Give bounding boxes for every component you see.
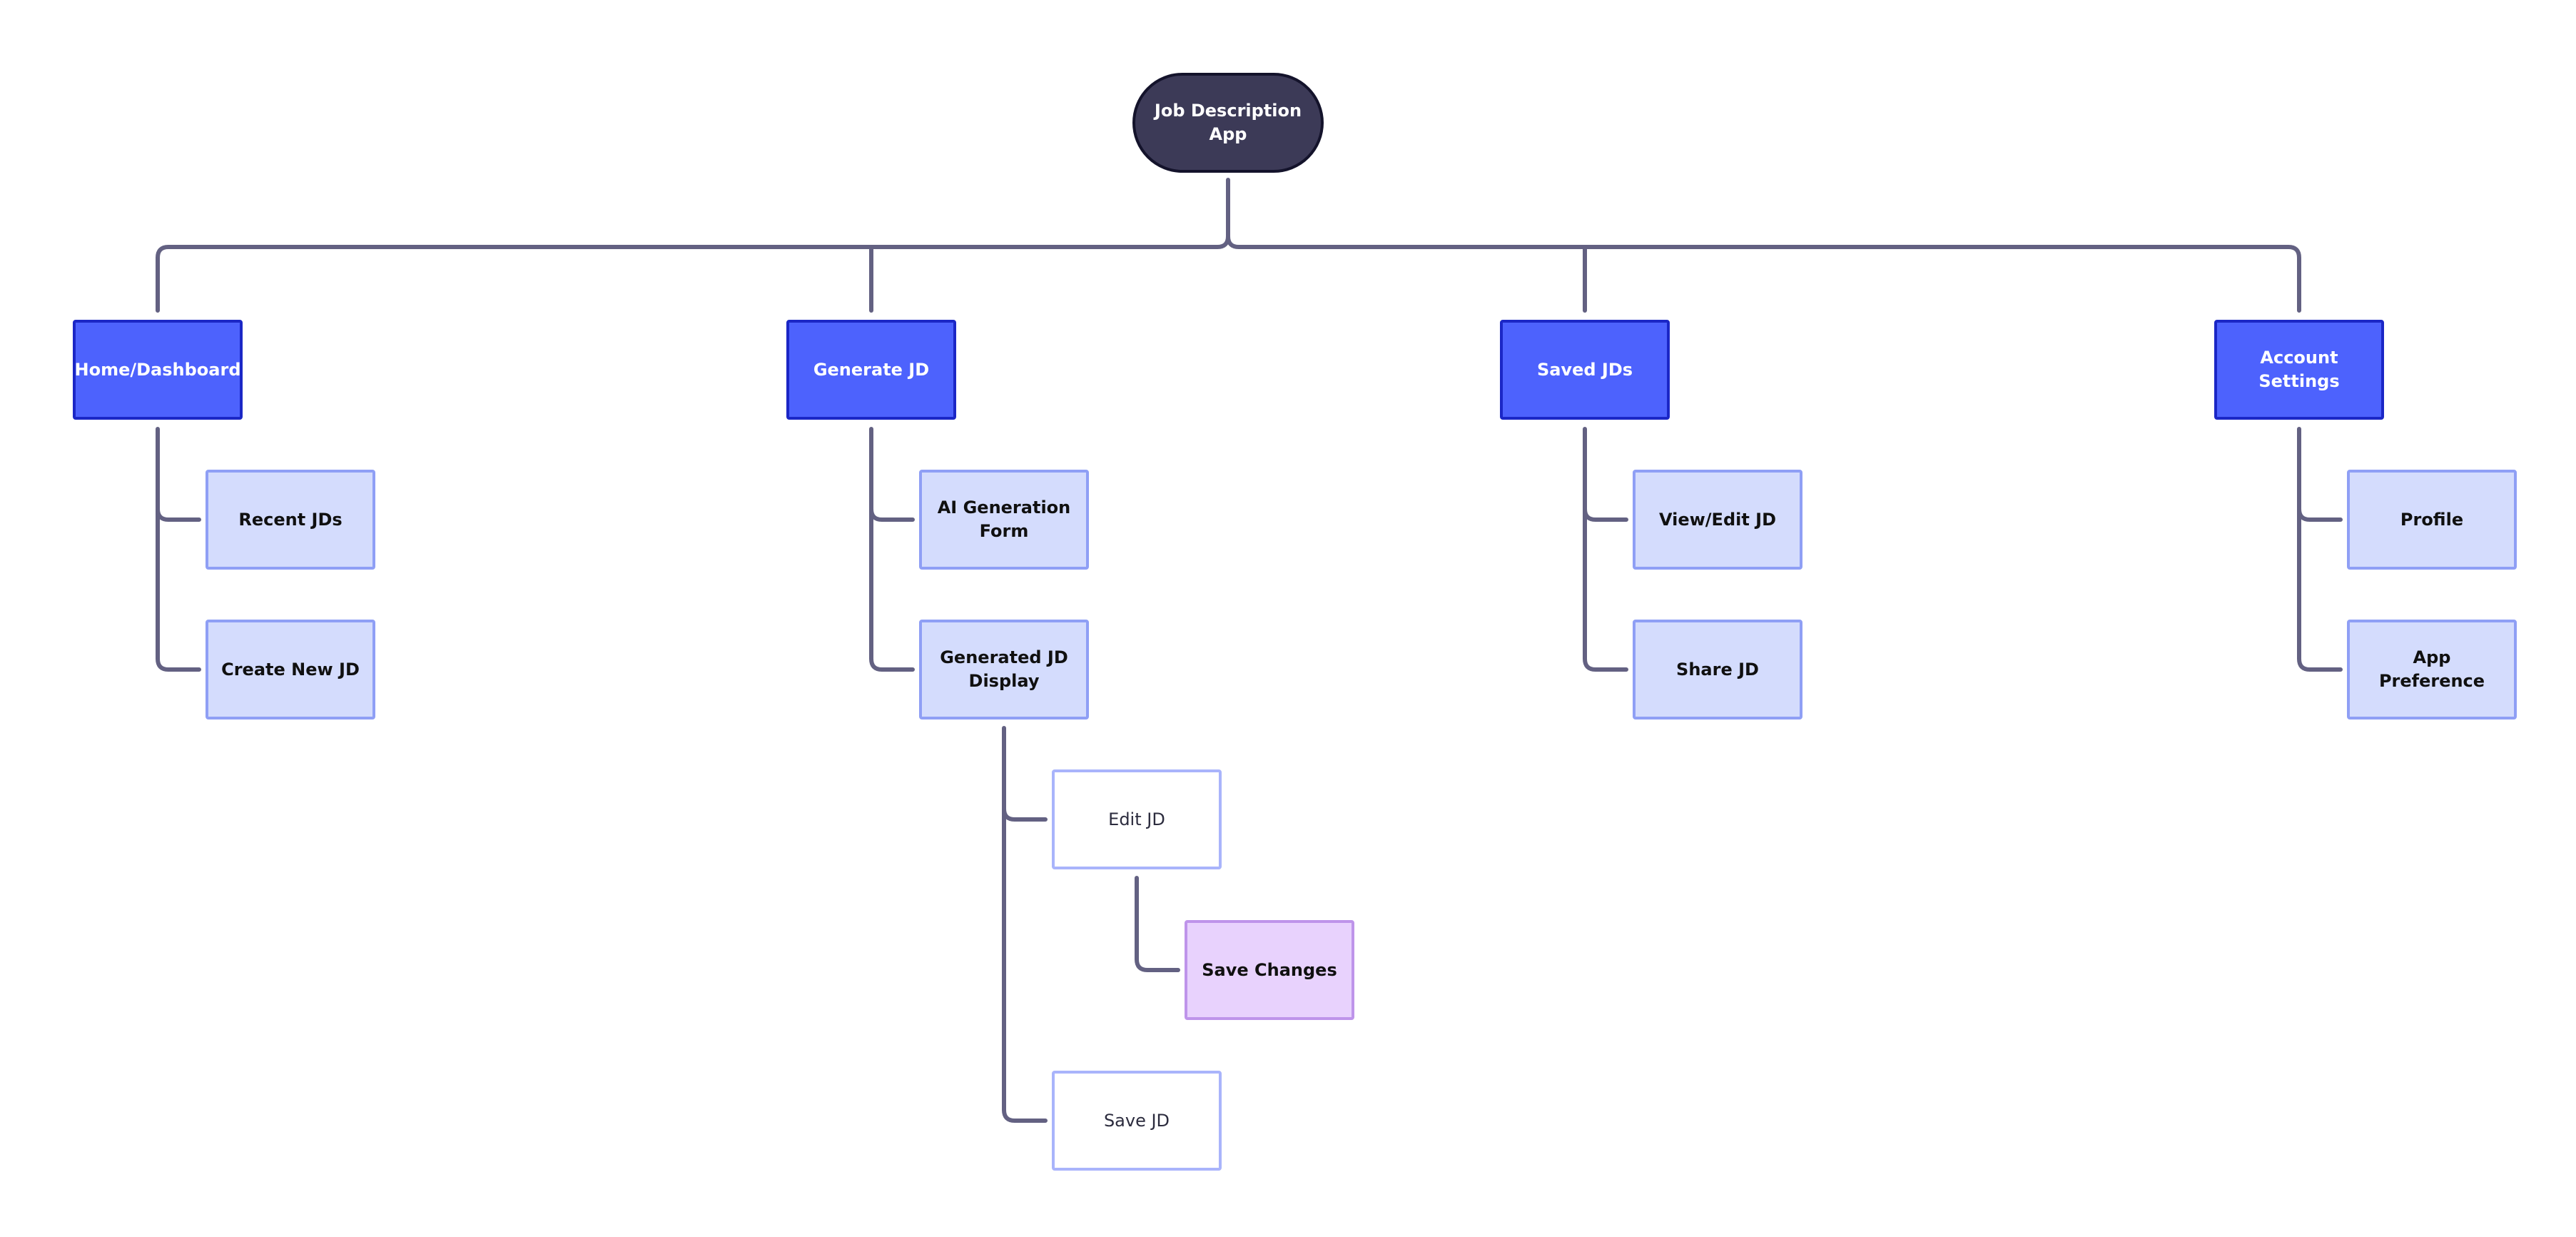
node-edit-jd[interactable]: Edit JD <box>1052 769 1222 869</box>
node-ai-generation-form[interactable]: AI Generation Form <box>919 470 1089 570</box>
connector-account-profile <box>2297 507 2343 522</box>
node-view-edit-jd[interactable]: View/Edit JD <box>1633 470 1802 570</box>
node-share-jd[interactable]: Share JD <box>1633 620 1802 720</box>
node-app-preference[interactable]: App Preference <box>2347 620 2517 720</box>
connector-to-home <box>156 234 1230 313</box>
connector-home-recent <box>156 507 201 522</box>
connector-saved-children <box>1583 427 1628 672</box>
node-root[interactable]: Job Description App <box>1132 73 1324 173</box>
connector-account-children <box>2297 427 2343 672</box>
connector-home-children <box>156 427 201 672</box>
connector-edit-save-changes <box>1135 876 1180 972</box>
connector-saved-view <box>1583 507 1628 522</box>
node-save-changes[interactable]: Save Changes <box>1185 920 1354 1020</box>
connector-generate-children <box>869 427 915 672</box>
connector-generate-form <box>869 507 915 522</box>
node-home-dashboard[interactable]: Home/Dashboard <box>73 320 243 420</box>
node-saved-jds[interactable]: Saved JDs <box>1500 320 1670 420</box>
node-create-new-jd[interactable]: Create New JD <box>206 620 375 720</box>
node-save-jd[interactable]: Save JD <box>1052 1071 1222 1171</box>
node-generated-jd-display[interactable]: Generated JD Display <box>919 620 1089 720</box>
connector-to-saved <box>1226 234 2301 313</box>
node-generate-jd[interactable]: Generate JD <box>786 320 956 420</box>
node-profile[interactable]: Profile <box>2347 470 2517 570</box>
node-recent-jds[interactable]: Recent JDs <box>206 470 375 570</box>
connector-display-edit <box>1002 807 1048 822</box>
connector-display-children <box>1002 726 1048 1123</box>
node-account-settings[interactable]: Account Settings <box>2214 320 2384 420</box>
